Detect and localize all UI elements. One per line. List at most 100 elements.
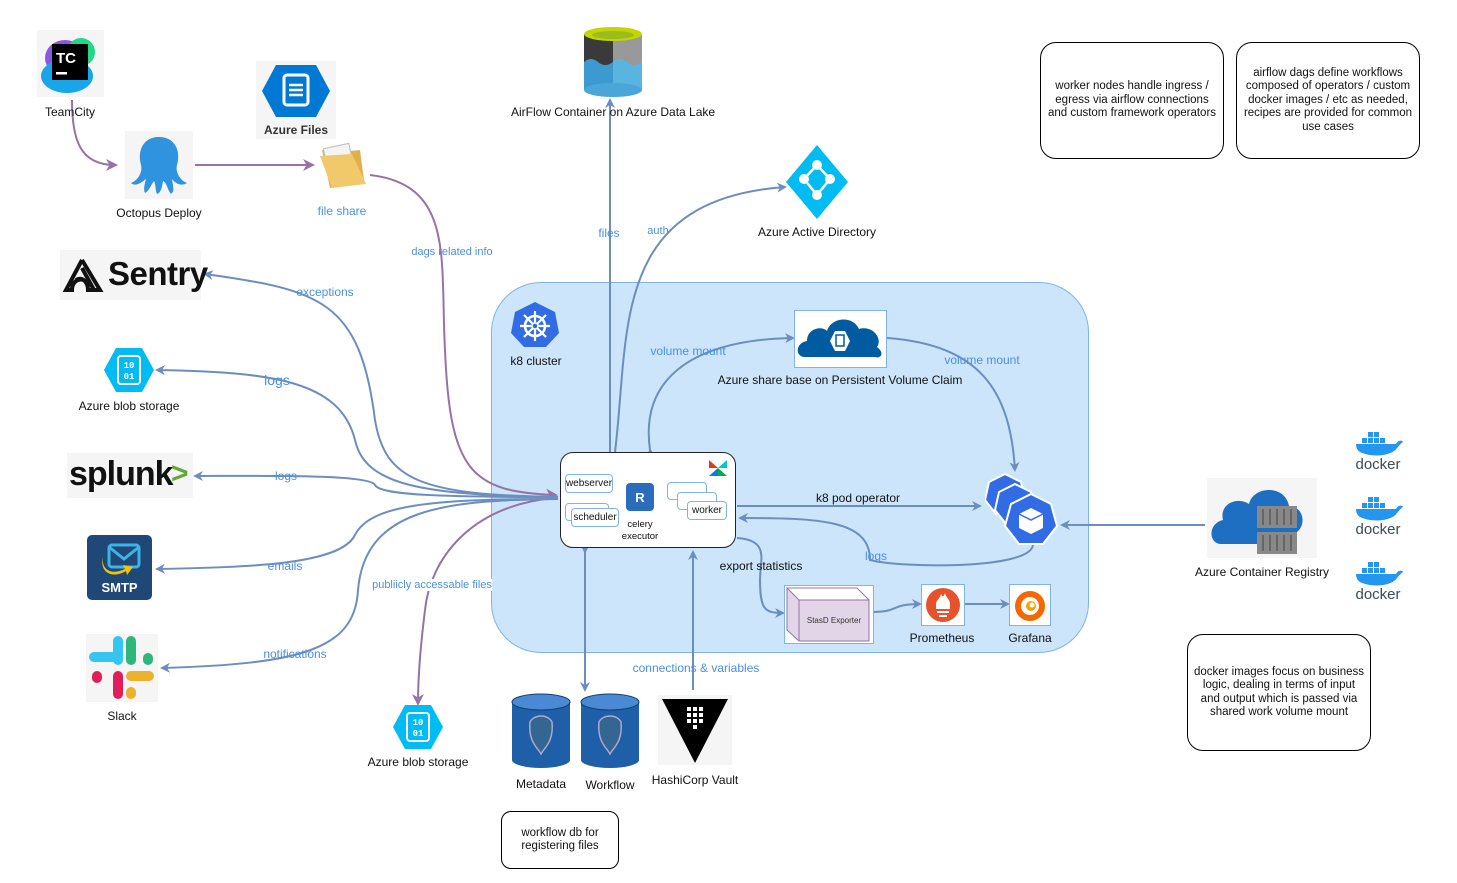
workflow-db-label: Workflow (585, 778, 635, 792)
scheduler-component[interactable]: scheduler (571, 508, 619, 527)
blob-storage-left-icon[interactable]: 10 01 (104, 347, 154, 393)
edge-label-volume-mount-right: volume mount (944, 353, 1020, 367)
statsd-box-icon (786, 586, 870, 642)
airflow-node[interactable]: webserver scheduler R celery executor wo… (560, 452, 736, 548)
blob-storage-bottom-label: Azure blob storage (367, 755, 469, 769)
statsd-exporter-node[interactable]: StasD Exporter (784, 585, 874, 644)
azure-active-directory-icon[interactable] (786, 145, 848, 219)
slack-label: Slack (107, 709, 137, 723)
edge-pods-logs (738, 513, 1034, 567)
octopus-deploy-node[interactable] (125, 131, 193, 199)
azure-files-node[interactable]: Azure Files (256, 61, 336, 139)
svg-text:10: 10 (413, 718, 424, 728)
svg-text:01: 01 (413, 729, 424, 739)
slack-node[interactable] (86, 634, 158, 702)
blob-storage-bottom-icon[interactable]: 10 01 (393, 704, 443, 750)
edge-label-logs-pods: logs (864, 549, 888, 563)
airflow-pinwheel-icon (709, 460, 727, 476)
edge-teamcity-octopus (71, 99, 118, 171)
docker-wordmark: docker (1355, 456, 1401, 473)
docker-whale-icon (1356, 562, 1403, 586)
edge-airflow-blob-bottom (412, 497, 556, 706)
container-registry-icon (1211, 490, 1303, 554)
webserver-component[interactable]: webserver (565, 474, 613, 493)
edge-label-k8-pod-operator: k8 pod operator (815, 491, 901, 505)
edge-label-auth: auth (647, 225, 669, 237)
data-lake-label: AirFlow Container on Azure Data Lake (510, 105, 716, 119)
edge-airflow-blob-left (155, 365, 559, 498)
pvc-node[interactable] (794, 310, 887, 368)
splunk-chevron-icon: > (171, 457, 189, 490)
note-workflow-db: workflow db for registering files (501, 811, 619, 869)
metadata-db-label: Metadata (515, 777, 567, 791)
sentry-node[interactable]: Sentry (60, 250, 208, 300)
vault-node[interactable] (658, 695, 732, 765)
vault-label: HashiCorp Vault (651, 773, 739, 787)
grafana-label: Grafana (1008, 631, 1052, 645)
azure-files-caption: Azure Files (263, 123, 329, 137)
edge-pvc-airflow (646, 333, 795, 459)
edge-label-dags-related-info: dags related info (411, 246, 493, 258)
sentry-wordmark: Sentry (108, 255, 208, 292)
azure-container-registry-node[interactable] (1207, 478, 1317, 558)
edge-airflow-aad (614, 182, 787, 453)
note-docker-images: docker images focus on business logic, d… (1187, 634, 1371, 751)
worker-component[interactable]: worker (687, 501, 727, 520)
smtp-node[interactable]: SMTP (87, 535, 152, 600)
svg-text:01: 01 (124, 372, 135, 382)
edge-label-logs-splunk: logs (274, 469, 298, 483)
k8-pods-icon[interactable] (985, 472, 1063, 548)
edge-label-connections-variables: connections & variables (632, 661, 760, 675)
docker-logo-3: docker (1352, 562, 1404, 606)
note-airflow-dags: airflow dags define workflows composed o… (1236, 42, 1420, 159)
edge-label-logs-blob: logs (264, 372, 290, 388)
octopus-deploy-label: Octopus Deploy (116, 206, 202, 220)
edge-label-export-statistics: export statistics (719, 559, 803, 573)
docker-wordmark: docker (1355, 521, 1401, 538)
edge-airflow-slack (160, 498, 559, 673)
edge-pvc-pods (878, 332, 1020, 472)
docker-whale-icon (1356, 432, 1403, 456)
grafana-node[interactable] (1009, 584, 1051, 626)
metadata-db-icon[interactable] (510, 692, 572, 770)
docker-whale-icon (1356, 497, 1403, 521)
edge-airflow-statsd (736, 537, 785, 618)
k8-cluster-label: k8 cluster (510, 354, 562, 368)
docker-logo-1: docker (1352, 432, 1404, 476)
prometheus-label: Prometheus (909, 631, 975, 645)
edge-label-emails: emails (267, 559, 303, 573)
edge-label-public-files: publiicly accessable files (372, 579, 492, 591)
edge-fileshare-airflow (369, 174, 558, 501)
aad-label: Azure Active Directory (757, 225, 877, 239)
grafana-icon (1015, 591, 1045, 621)
sentry-icon (62, 258, 104, 292)
edge-label-files: files (598, 226, 620, 240)
teamcity-node[interactable]: TC (37, 30, 104, 97)
octopus-icon (131, 137, 187, 194)
prometheus-node[interactable] (921, 584, 965, 626)
data-lake-icon[interactable] (584, 26, 642, 98)
svg-text:10: 10 (124, 361, 135, 371)
folder-icon[interactable] (316, 140, 370, 190)
edge-airflow-smtp (155, 498, 559, 574)
pvc-label: Azure share base on Persistent Volume Cl… (717, 373, 963, 387)
docker-logo-2: docker (1352, 497, 1404, 541)
workflow-db-icon[interactable] (579, 692, 641, 770)
celery-executor-icon: R (626, 483, 654, 511)
cloud-share-icon (797, 319, 882, 358)
edge-airflow-splunk (193, 470, 559, 498)
mail-icon (102, 543, 141, 575)
note-worker-nodes: worker nodes handle ingress / egress via… (1040, 42, 1224, 159)
splunk-node[interactable]: splunk > (67, 453, 193, 498)
edge-statsd-prometheus (871, 599, 922, 613)
edge-airflow-sentry (203, 270, 559, 498)
teamcity-icon: TC (41, 38, 95, 93)
file-share-label: file share (317, 204, 367, 218)
vault-icon (662, 699, 728, 763)
azure-files-icon (262, 65, 330, 117)
svg-text:TC: TC (56, 50, 76, 67)
docker-wordmark: docker (1355, 586, 1401, 603)
statsd-label: StasD Exporter (806, 616, 862, 625)
splunk-wordmark: splunk (69, 455, 174, 493)
